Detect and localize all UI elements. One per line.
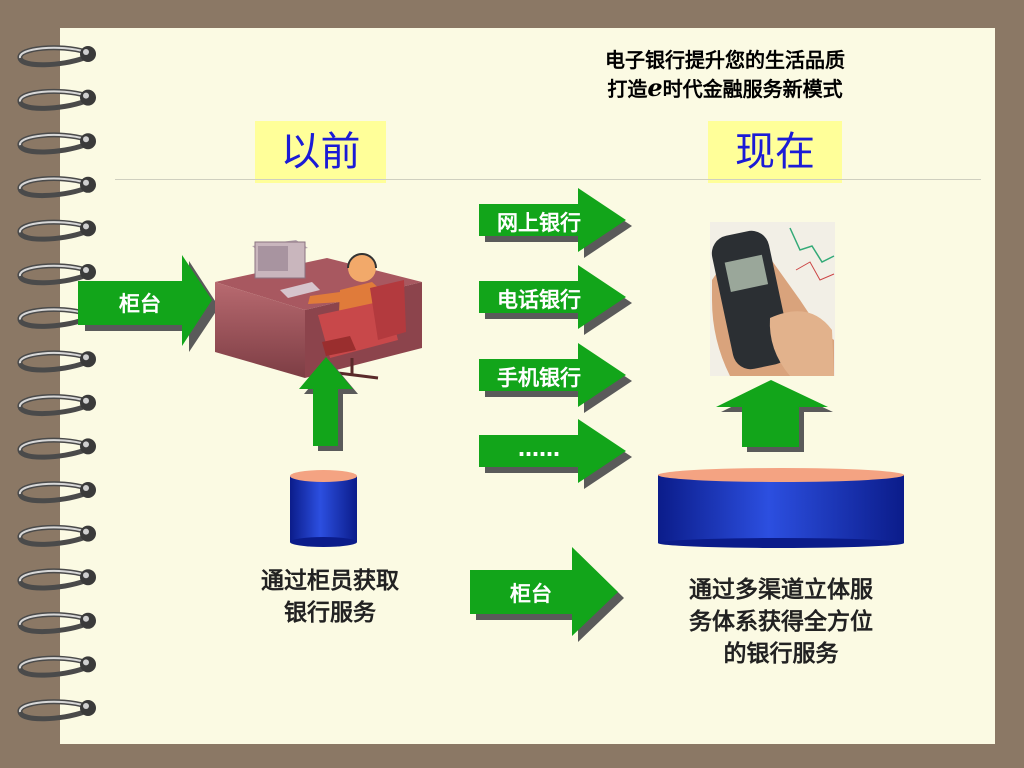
channel-label-counter: 柜台 <box>510 582 552 606</box>
spiral-ring <box>17 263 96 286</box>
database-cylinder-right <box>658 468 904 548</box>
channel-arrow-mobile <box>479 343 632 413</box>
now-caption: 通过多渠道立体服 务体系获得全方位 的银行服务 <box>689 577 873 667</box>
slogan-line-1: 电子银行提升您的生活品质 <box>605 48 845 72</box>
spiral-ring <box>17 394 96 417</box>
channel-arrow-online <box>479 188 632 258</box>
up-arrow-left <box>299 357 358 451</box>
spiral-ring <box>17 350 96 373</box>
before-title: 以前 <box>255 121 386 183</box>
spiral-ring <box>17 612 96 635</box>
spiral-ring <box>17 568 96 591</box>
spiral-ring <box>17 132 96 155</box>
slogan-line-2: 打造e时代金融服务新模式 <box>607 73 843 102</box>
channel-arrows <box>470 188 632 642</box>
before-caption: 通过柜员获取 银行服务 <box>261 568 399 626</box>
spiral-ring <box>17 437 96 460</box>
channel-label-phone: 电话银行 <box>497 288 581 312</box>
database-cylinder-left <box>290 470 357 547</box>
channel-label-more: …… <box>518 437 560 461</box>
spiral-ring <box>17 88 96 111</box>
mobile-phone-photo <box>710 222 835 376</box>
spiral-ring <box>17 45 96 68</box>
up-arrow-right <box>716 380 833 452</box>
counter-label-left: 柜台 <box>119 292 161 316</box>
channel-arrow-phone <box>479 265 632 335</box>
spiral-ring <box>17 481 96 504</box>
bank-clerk-illustration <box>215 240 422 380</box>
channel-label-online: 网上银行 <box>497 211 581 235</box>
spiral-ring <box>17 219 96 242</box>
spiral-ring <box>17 176 96 199</box>
channel-label-mobile: 手机银行 <box>497 366 581 390</box>
spiral-ring <box>17 524 96 547</box>
divider-line <box>115 179 981 180</box>
now-title: 现在 <box>708 121 842 183</box>
spiral-ring <box>17 655 96 678</box>
channel-arrow-counter <box>470 547 624 642</box>
channel-arrow-more <box>479 419 632 489</box>
counter-arrow-left <box>78 255 219 352</box>
spiral-ring <box>17 699 96 722</box>
slogan: 电子银行提升您的生活品质 打造e时代金融服务新模式 <box>545 46 905 103</box>
